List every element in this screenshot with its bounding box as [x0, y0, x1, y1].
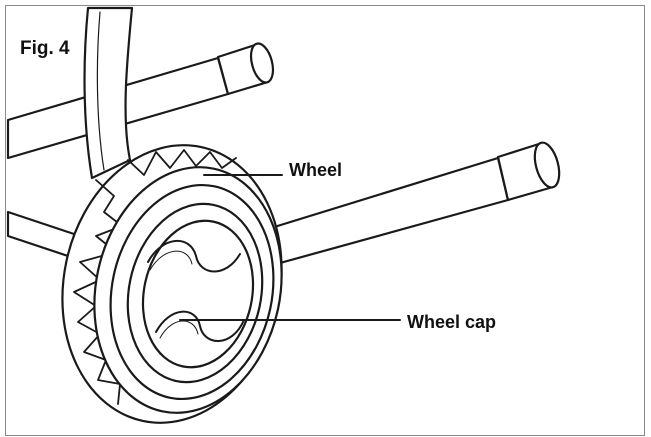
wheel-cap-swirl-lower: [155, 310, 245, 342]
tire-tread: [73, 149, 237, 405]
wheel-cap-callout-label: Wheel cap: [407, 312, 497, 332]
front-tube-end-cap: [496, 141, 561, 202]
figure-frame: [5, 5, 645, 436]
wheel-callout-label: Wheel: [289, 160, 343, 180]
wheel-cap-swirl-upper: [147, 239, 241, 273]
upright-frame-tube: [83, 6, 134, 180]
wheel-cap: [141, 219, 255, 369]
rear-tube-end-cap: [216, 42, 275, 96]
figure-label: Fig. 4: [20, 38, 70, 59]
